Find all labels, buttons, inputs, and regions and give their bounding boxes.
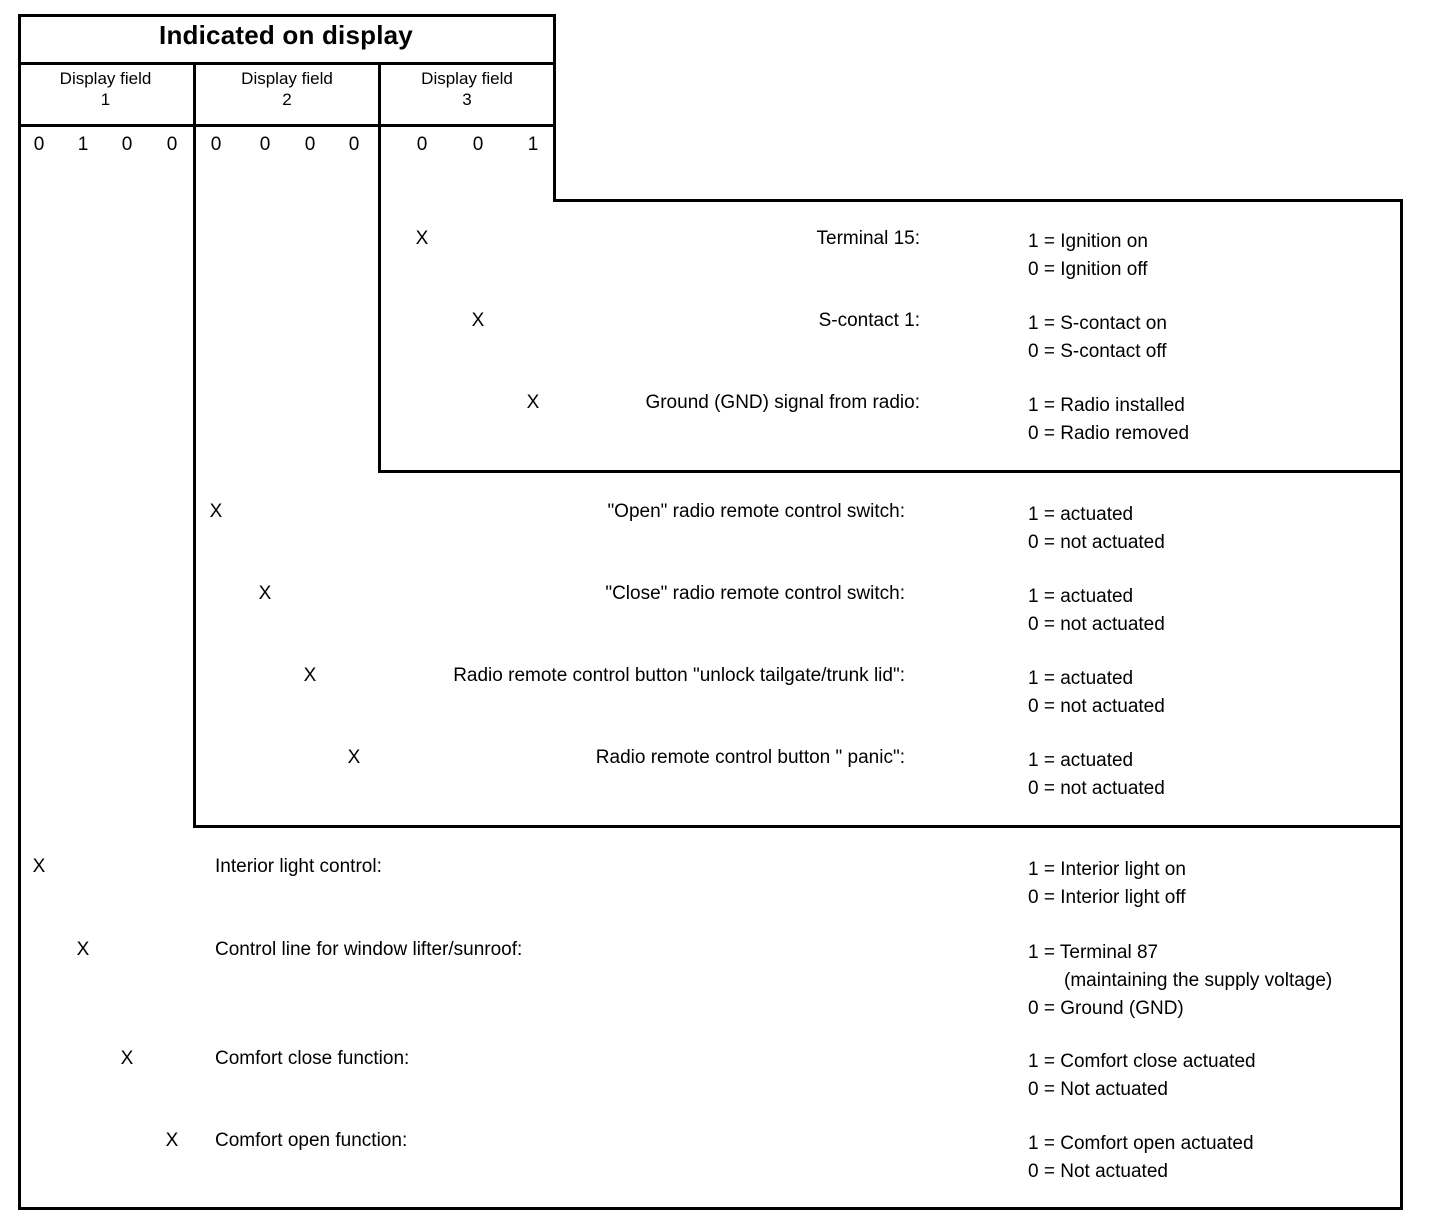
bit-field2-3: 0 [348, 134, 360, 155]
xmark-field2-bit3: X [347, 747, 361, 768]
row-terminal-15-value-0: 0 = Ignition off [1028, 259, 1148, 280]
row-terminal-15-values: 1 = Ignition on 0 = Ignition off [1028, 228, 1148, 284]
xmark-field1-bit3: X [165, 1130, 179, 1151]
header-display-field-1: Display field 1 [18, 68, 193, 110]
header-display-field-2: Display field 2 [196, 68, 378, 110]
row-panic-button-value-1: 1 = actuated [1028, 750, 1134, 771]
section-field3-top-rule [553, 199, 1403, 202]
row-open-switch-values: 1 = actuated 0 = not actuated [1028, 501, 1165, 557]
header-display-field-1-label: Display field [59, 69, 152, 88]
row-interior-light-value-0: 0 = Interior light off [1028, 887, 1186, 908]
header-display-field-2-label: Display field [241, 69, 333, 88]
row-s-contact-value-0: 0 = S-contact off [1028, 341, 1167, 362]
row-s-contact-values: 1 = S-contact on 0 = S-contact off [1028, 310, 1167, 366]
xmark-field2-bit1: X [258, 583, 272, 604]
row-s-contact-value-1: 1 = S-contact on [1028, 313, 1167, 334]
row-window-lifter-description: Control line for window lifter/sunroof: [215, 939, 523, 960]
xmark-field1-bit2: X [120, 1048, 134, 1069]
row-terminal-15-value-1: 1 = Ignition on [1028, 231, 1148, 252]
bit-field1-0: 0 [33, 134, 45, 155]
section-field2-bottom-rule [193, 825, 1403, 828]
bit-field2-0: 0 [210, 134, 222, 155]
header-box-left-rule [18, 14, 21, 196]
row-window-lifter-value-0: 0 = Ground (GND) [1028, 998, 1184, 1019]
bit-field2-2: 0 [304, 134, 316, 155]
bit-field3-0: 0 [416, 134, 428, 155]
section-field2-right-rule [1400, 470, 1403, 828]
row-comfort-open-description: Comfort open function: [215, 1130, 408, 1151]
row-open-switch-value-1: 1 = actuated [1028, 504, 1134, 525]
bit-field3-1: 0 [472, 134, 484, 155]
row-window-lifter-value-note: (maintaining the supply voltage) [1064, 970, 1333, 991]
header-box-right-rule [553, 14, 556, 199]
row-close-switch-values: 1 = actuated 0 = not actuated [1028, 583, 1165, 639]
row-ground-signal-values: 1 = Radio installed 0 = Radio removed [1028, 392, 1189, 448]
page-title: Indicated on display [159, 20, 413, 50]
header-divider-1-rule [193, 62, 196, 196]
header-divider-2-rule [378, 62, 381, 196]
row-close-switch-value-0: 0 = not actuated [1028, 614, 1165, 635]
section-field3-right-rule [1400, 199, 1403, 473]
row-comfort-close-value-0: 0 = Not actuated [1028, 1079, 1168, 1100]
row-comfort-close-description: Comfort close function: [215, 1048, 410, 1069]
section-field3-bottom-rule [378, 470, 1403, 473]
row-comfort-open-value-0: 0 = Not actuated [1028, 1161, 1168, 1182]
row-comfort-close-value-1: 1 = Comfort close actuated [1028, 1051, 1256, 1072]
row-ground-signal-value-1: 1 = Radio installed [1028, 395, 1185, 416]
bit-field1-3: 0 [166, 134, 178, 155]
bit-field1-1: 1 [77, 134, 89, 155]
row-interior-light-description: Interior light control: [215, 856, 382, 877]
xmark-field2-bit2: X [303, 665, 317, 686]
bit-field1-2: 0 [121, 134, 133, 155]
row-ground-signal-description: Ground (GND) signal from radio: [645, 392, 920, 413]
row-panic-button-description: Radio remote control button " panic": [595, 747, 905, 768]
row-panic-button-value-0: 0 = not actuated [1028, 778, 1165, 799]
section-field3-left-rule [378, 196, 381, 473]
row-unlock-tailgate-value-0: 0 = not actuated [1028, 696, 1165, 717]
xmark-field1-bit0: X [32, 856, 46, 877]
header-display-field-1-number: 1 [100, 90, 111, 109]
row-panic-button-values: 1 = actuated 0 = not actuated [1028, 747, 1165, 803]
row-unlock-tailgate-value-1: 1 = actuated [1028, 668, 1134, 689]
header-fields-bottom-rule [18, 124, 556, 127]
xmark-field3-bit1: X [471, 310, 485, 331]
row-unlock-tailgate-values: 1 = actuated 0 = not actuated [1028, 665, 1165, 721]
row-ground-signal-value-0: 0 = Radio removed [1028, 423, 1190, 444]
header-box-top-rule [18, 14, 556, 17]
bit-field2-1: 0 [259, 134, 271, 155]
xmark-field3-bit2: X [526, 392, 540, 413]
row-interior-light-value-1: 1 = Interior light on [1028, 859, 1186, 880]
xmark-field2-bit0: X [209, 501, 223, 522]
row-open-switch-value-0: 0 = not actuated [1028, 532, 1165, 553]
row-comfort-open-value-1: 1 = Comfort open actuated [1028, 1133, 1254, 1154]
row-close-switch-description: "Close" radio remote control switch: [605, 583, 905, 604]
row-terminal-15-description: Terminal 15: [816, 228, 921, 249]
bit-field3-2: 1 [527, 134, 539, 155]
row-interior-light-values: 1 = Interior light on 0 = Interior light… [1028, 856, 1186, 912]
row-window-lifter-values: 1 = Terminal 87 (maintaining the supply … [1028, 939, 1332, 1023]
header-display-field-3-number: 3 [462, 90, 472, 109]
section-field1-bottom-rule [18, 1207, 1403, 1210]
row-unlock-tailgate-description: Radio remote control button "unlock tail… [453, 665, 905, 686]
row-window-lifter-value-1: 1 = Terminal 87 [1028, 942, 1159, 963]
xmark-field3-bit0: X [415, 228, 429, 249]
row-comfort-open-values: 1 = Comfort open actuated 0 = Not actuat… [1028, 1130, 1254, 1186]
section-field1-right-rule [1400, 825, 1403, 1210]
row-s-contact-description: S-contact 1: [818, 310, 920, 331]
header-title-bottom-rule [18, 62, 556, 65]
row-close-switch-value-1: 1 = actuated [1028, 586, 1134, 607]
row-comfort-close-values: 1 = Comfort close actuated 0 = Not actua… [1028, 1048, 1256, 1104]
section-field2-left-rule [193, 196, 196, 828]
row-open-switch-description: "Open" radio remote control switch: [607, 501, 905, 522]
xmark-field1-bit1: X [76, 939, 90, 960]
header-display-field-3-label: Display field [421, 69, 513, 88]
header-display-field-2-number: 2 [282, 90, 292, 109]
section-field1-left-rule [18, 196, 21, 1210]
header-display-field-3: Display field 3 [381, 68, 553, 110]
